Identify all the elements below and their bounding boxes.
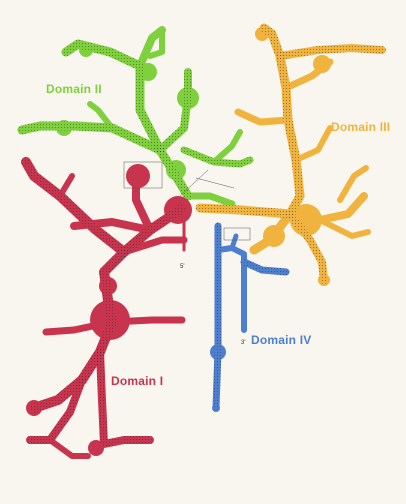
domain-2-dots	[17, 39, 254, 201]
three-prime-label: 3'	[241, 340, 245, 346]
domain-3-label: Domain III	[331, 120, 391, 134]
five-prime-label: 5'	[180, 264, 184, 270]
domain-2-label: Domain II	[46, 82, 102, 96]
domain-1-structure	[21, 157, 192, 459]
domain-3-dots	[195, 23, 386, 284]
domain-4-label: Domain IV	[251, 333, 312, 347]
domain-2-structure	[17, 26, 254, 208]
tertiary-interaction-lines	[109, 161, 251, 271]
domain-1-dots	[21, 157, 185, 448]
domain-3-structure	[195, 23, 386, 286]
domain-4-dots	[212, 222, 290, 412]
domain-1-label: Domain I	[111, 374, 164, 388]
domain-4-structure	[210, 222, 290, 412]
